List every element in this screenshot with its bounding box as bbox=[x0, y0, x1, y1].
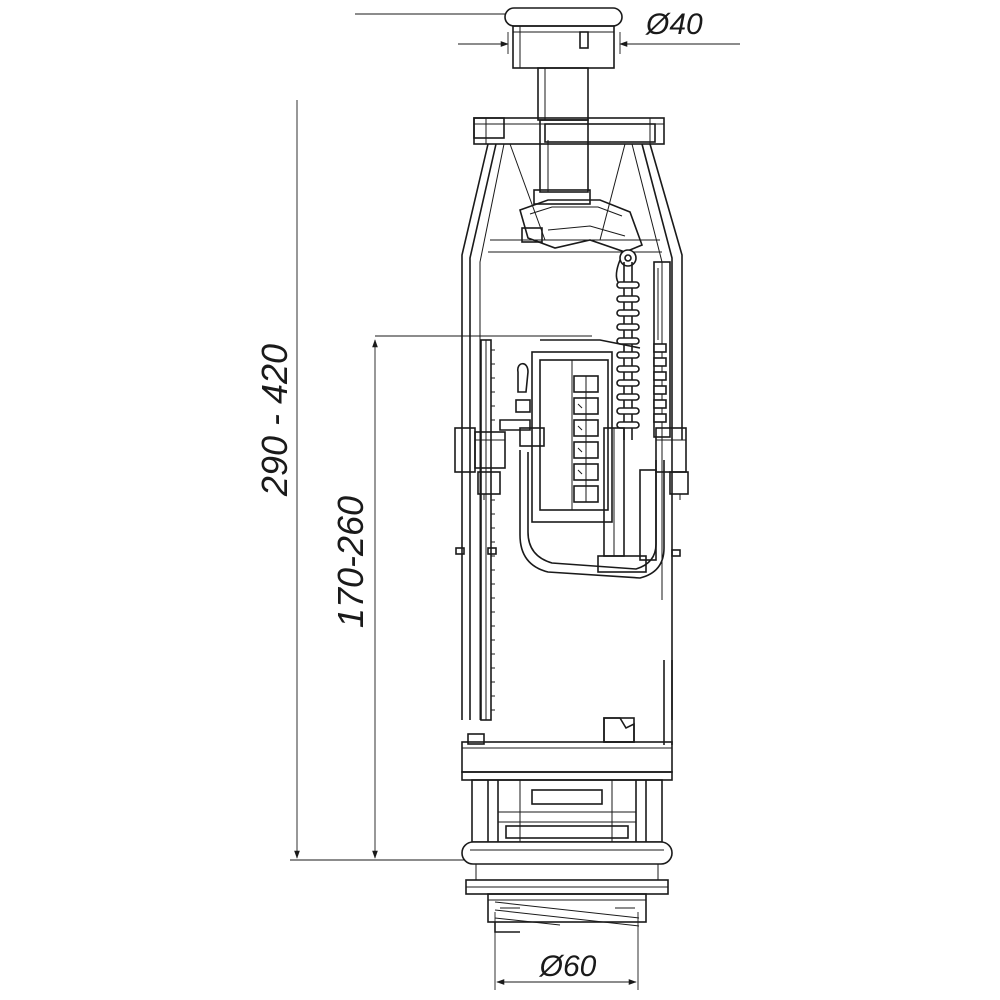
float-chamber bbox=[499, 339, 665, 579]
dim-overall-height: 290 - 420 bbox=[254, 344, 295, 497]
dimension-lines bbox=[290, 13, 740, 990]
adjustment-slots bbox=[573, 375, 599, 503]
outlet-cage bbox=[471, 779, 663, 843]
seal-flange bbox=[461, 841, 673, 895]
clamp-ring bbox=[454, 427, 689, 557]
right-height-scale bbox=[653, 261, 671, 438]
left-height-rack bbox=[480, 339, 495, 721]
dim-bottom-diameter: Ø60 bbox=[539, 950, 597, 983]
outer-housing bbox=[461, 143, 683, 745]
dim-overflow-height: 170-260 bbox=[330, 496, 371, 628]
spring-chain bbox=[616, 262, 640, 440]
top-cap bbox=[473, 117, 665, 145]
dim-top-diameter: Ø40 bbox=[645, 8, 703, 41]
lower-body bbox=[461, 717, 673, 781]
central-stem bbox=[533, 67, 591, 205]
threaded-outlet bbox=[487, 893, 647, 933]
push-button bbox=[504, 7, 623, 69]
